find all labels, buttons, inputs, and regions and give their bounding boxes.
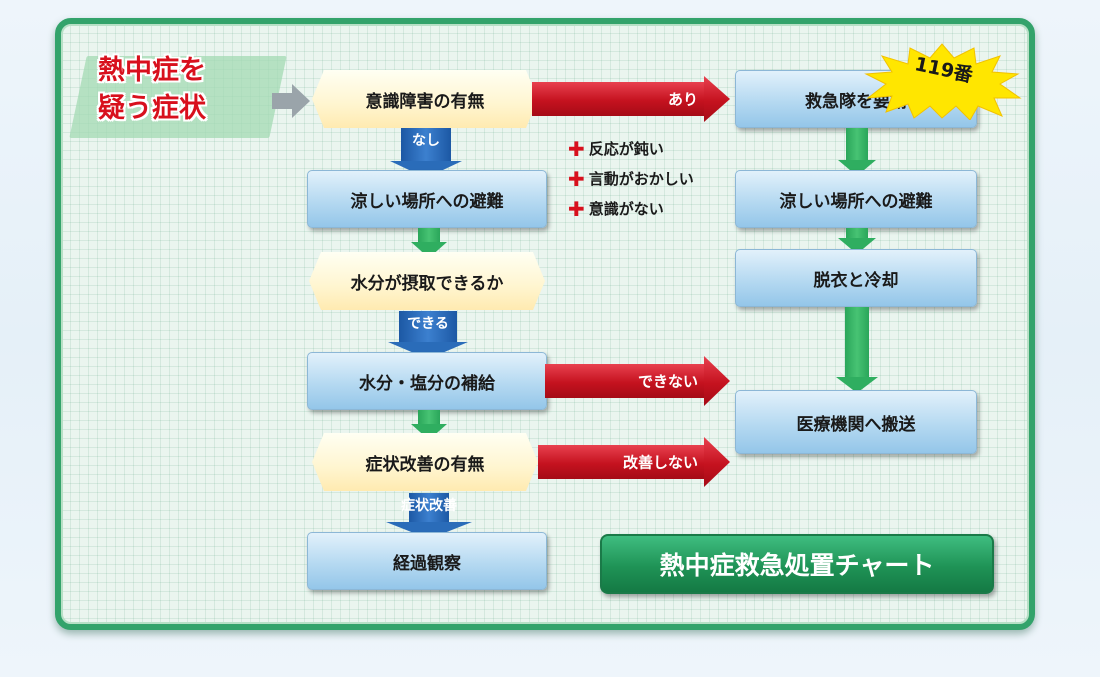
symptom-text: 意識がない [588,200,664,218]
symptom-item: ✚ 言動がおかしい [568,168,694,189]
node-water-intake: 水分が摂取できるか [309,252,545,310]
green-arrow-3 [838,128,876,176]
arrow-cannot-label: できない [637,372,698,391]
arrow-not-improved: 改善しない [538,437,730,487]
arrow-yes: あり [532,76,730,122]
green-arrow-5 [836,307,878,393]
gray-arrow-icon [272,84,310,118]
arrow-not-improved-label: 改善しない [622,453,698,472]
symptom-title-line2: 疑う症状 [98,93,206,124]
symptom-item: ✚ 反応が鈍い [568,138,664,159]
symptom-item: ✚ 意識がない [568,198,664,219]
red-cross-icon: ✚ [568,196,585,221]
red-cross-icon: ✚ [568,136,585,161]
symptom-text: 反応が鈍い [588,140,664,158]
chart-title: 熱中症救急処置チャート [600,534,994,594]
node-consciousness: 意識障害の有無 [312,70,538,128]
arrow-cannot: できない [545,356,730,406]
symptom-title-line1: 熱中症を [98,55,206,86]
node-water-salt: 水分・塩分の補給 [307,352,547,410]
node-improvement: 症状改善の有無 [312,433,538,491]
arrow-yes-label: あり [667,90,698,109]
starburst-icon [864,43,1022,120]
node-cool-place-left: 涼しい場所への避難 [307,170,547,228]
arrow-no-label: なし [412,133,440,149]
arrow-can-label: できる [407,316,449,332]
node-cool-place-right: 涼しい場所への避難 [735,170,977,228]
node-observe: 経過観察 [307,532,547,590]
node-undress-cool: 脱衣と冷却 [735,249,977,307]
red-cross-icon: ✚ [568,166,585,191]
symptom-text: 言動がおかしい [588,170,694,188]
symptom-title: 熱中症を 疑う症状 [98,52,206,128]
node-hospital: 医療機関へ搬送 [735,390,977,454]
arrow-improved-label: 症状改善 [401,498,457,514]
